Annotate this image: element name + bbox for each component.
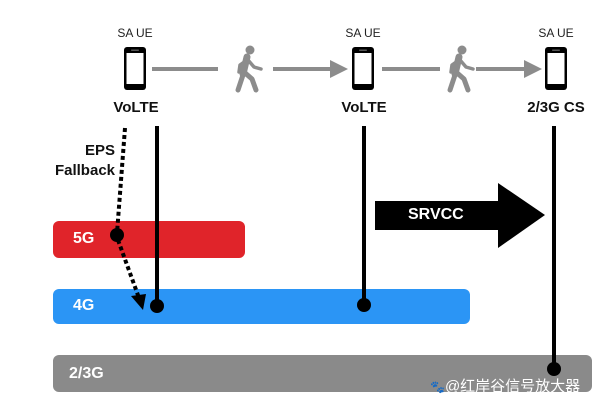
- ue-label-3: SA UE: [538, 26, 574, 40]
- ue-label-2: SA UE: [345, 26, 381, 40]
- srvcc-arrow: [375, 183, 545, 248]
- eps-fallback-arrowhead: [131, 294, 146, 310]
- eps-fallback-label: EPS Fallback: [20, 141, 115, 181]
- layer-4g-label: 4G: [73, 297, 95, 314]
- eps-fallback-5g-dot: [110, 228, 124, 242]
- smartphone-icon-1: [124, 47, 146, 90]
- cs-23g-dot: [547, 362, 561, 376]
- move-arrowhead-1: [330, 60, 348, 78]
- eps-fallback-line1: EPS: [84, 142, 115, 159]
- mode-label-3: 2/3G CS: [527, 99, 585, 116]
- watermark-text: @红岸谷信号放大器: [444, 378, 581, 395]
- move-arrowhead-2: [524, 60, 542, 78]
- walking-person-icon-2: [447, 45, 475, 93]
- mode-label-1: VoLTE: [113, 99, 159, 116]
- smartphone-icon-3: [545, 47, 567, 90]
- volte-4g-dot-2: [357, 298, 371, 312]
- watermark: 🐾@红岸谷信号放大器: [430, 375, 580, 396]
- eps-fallback-line2: Fallback: [54, 162, 115, 179]
- ue-label-1: SA UE: [117, 26, 153, 40]
- volte-4g-dot-1: [150, 299, 164, 313]
- layer-5g-label: 5G: [73, 230, 95, 247]
- srvcc-label: SRVCC: [408, 206, 464, 223]
- mode-label-2: VoLTE: [341, 99, 387, 116]
- layer-5g-bar: 5G: [53, 221, 245, 258]
- walking-person-icon-1: [235, 45, 263, 93]
- eps-fallback-dotted-lower: [116, 239, 141, 299]
- paw-icon: 🐾: [430, 380, 445, 394]
- layer-23g-label: 2/3G: [69, 365, 104, 382]
- layer-4g-bar: 4G: [53, 289, 470, 324]
- layer-23g-bar: 2/3G: [53, 355, 592, 392]
- eps-fallback-dotted-upper: [115, 127, 127, 234]
- smartphone-icon-2: [352, 47, 374, 90]
